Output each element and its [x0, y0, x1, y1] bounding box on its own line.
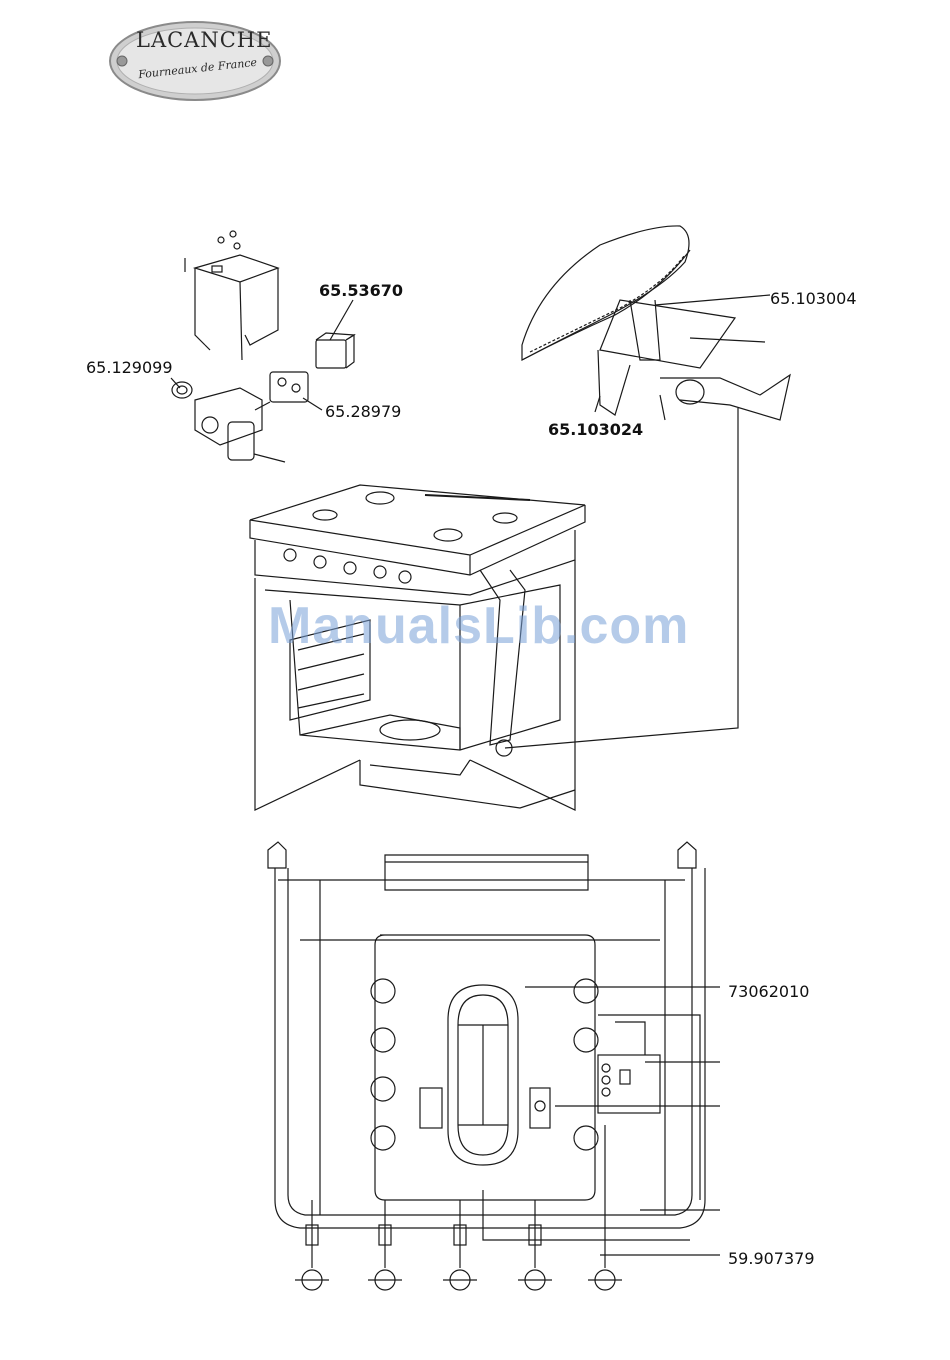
- part-label-59-907379: 59.907379: [728, 1249, 815, 1268]
- watermark: ManualsLib.com: [268, 596, 689, 656]
- cooktop-underside: [268, 842, 705, 1255]
- valve-bracket-assembly: [172, 231, 354, 460]
- bottom-valve-row: [295, 1200, 622, 1290]
- part-label-65-129099: 65.129099: [86, 358, 173, 377]
- part-label-73062010: 73062010: [728, 982, 809, 1001]
- part-label-65-53670: 65.53670: [319, 281, 403, 300]
- part-label-65-103004: 65.103004: [770, 289, 857, 308]
- part-label-65-103024: 65.103024: [548, 420, 643, 439]
- burner-assembly: [522, 226, 790, 420]
- part-label-65-28979: 65.28979: [325, 402, 401, 421]
